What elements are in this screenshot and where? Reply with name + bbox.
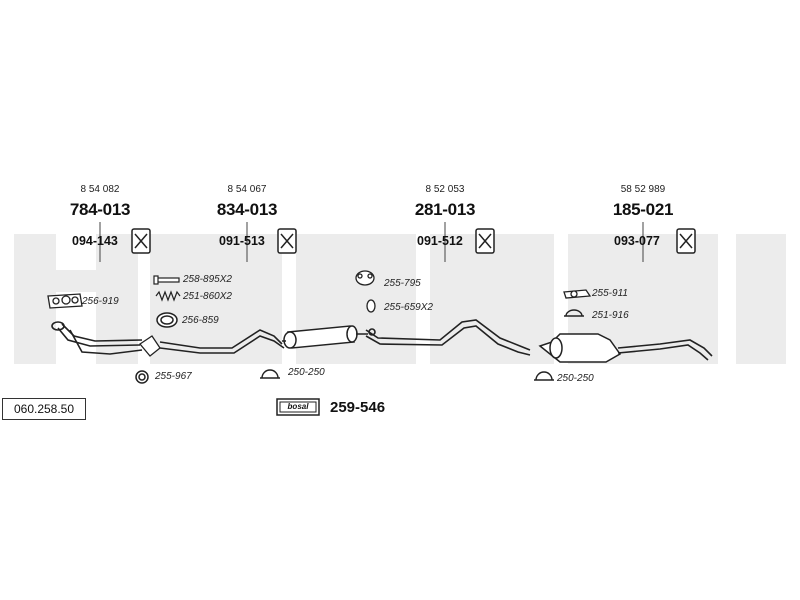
rubber-mount-icon	[676, 228, 696, 254]
part-number: 281-013	[414, 200, 476, 219]
clamp-icon	[260, 369, 280, 379]
ref-seal-ring: 255-967	[155, 371, 192, 382]
ref-bolt: 258-895X2	[183, 274, 232, 285]
rubber-mount-icon	[277, 228, 297, 254]
mount-number: 091-513	[219, 234, 265, 248]
intermediate-pipe	[159, 329, 285, 354]
tail-pipe	[617, 339, 713, 361]
front-silencer	[282, 325, 368, 349]
ref-clamp: 255-911	[592, 288, 628, 299]
oem-number: 8 54 082	[80, 184, 120, 195]
clamp-icon	[564, 309, 584, 317]
ref-spring: 251-860X2	[183, 291, 232, 302]
kit-number: 259-546	[330, 399, 386, 416]
rubber-mount-icon	[475, 228, 495, 254]
part-number: 185-021	[612, 200, 674, 219]
part-number: 784-013	[69, 200, 131, 219]
ref-clamp: 250-250	[557, 373, 594, 384]
clamp-icon	[355, 270, 375, 286]
mount-number: 093-077	[614, 234, 660, 248]
oem-number: 8 52 053	[425, 184, 465, 195]
mount-number: 091-512	[417, 234, 463, 248]
ref-ring: 256-859	[182, 315, 219, 326]
sealing-ring-icon	[156, 312, 178, 328]
document-number: 060.258.50	[2, 398, 86, 420]
kit-box-icon	[276, 398, 320, 416]
ref-gasket: 256-919	[82, 296, 119, 307]
mount-number: 094-143	[72, 234, 118, 248]
ref-clamp: 255-659X2	[384, 302, 433, 313]
ref-clamp: 255-795	[384, 278, 421, 289]
leader-lines	[99, 222, 644, 262]
flange-gasket-icon	[47, 293, 83, 309]
middle-pipe	[365, 319, 531, 356]
oem-number: 8 54 067	[227, 184, 267, 195]
rear-silencer	[538, 333, 622, 363]
bolt-icon	[153, 275, 180, 285]
seal-ring-icon	[135, 370, 149, 384]
ref-clamp: 251-916	[592, 310, 629, 321]
clamp-icon	[534, 371, 554, 381]
rubber-mount-icon	[131, 228, 151, 254]
part-number: 834-013	[216, 200, 278, 219]
clamp-icon	[366, 299, 376, 313]
spring-icon	[155, 290, 181, 302]
ref-clamp: 250-250	[288, 367, 325, 378]
front-pipe	[51, 321, 143, 355]
clamp-icon	[563, 289, 592, 299]
oem-number: 58 52 989	[620, 184, 666, 195]
kit-brand-label: bosal	[287, 402, 309, 411]
